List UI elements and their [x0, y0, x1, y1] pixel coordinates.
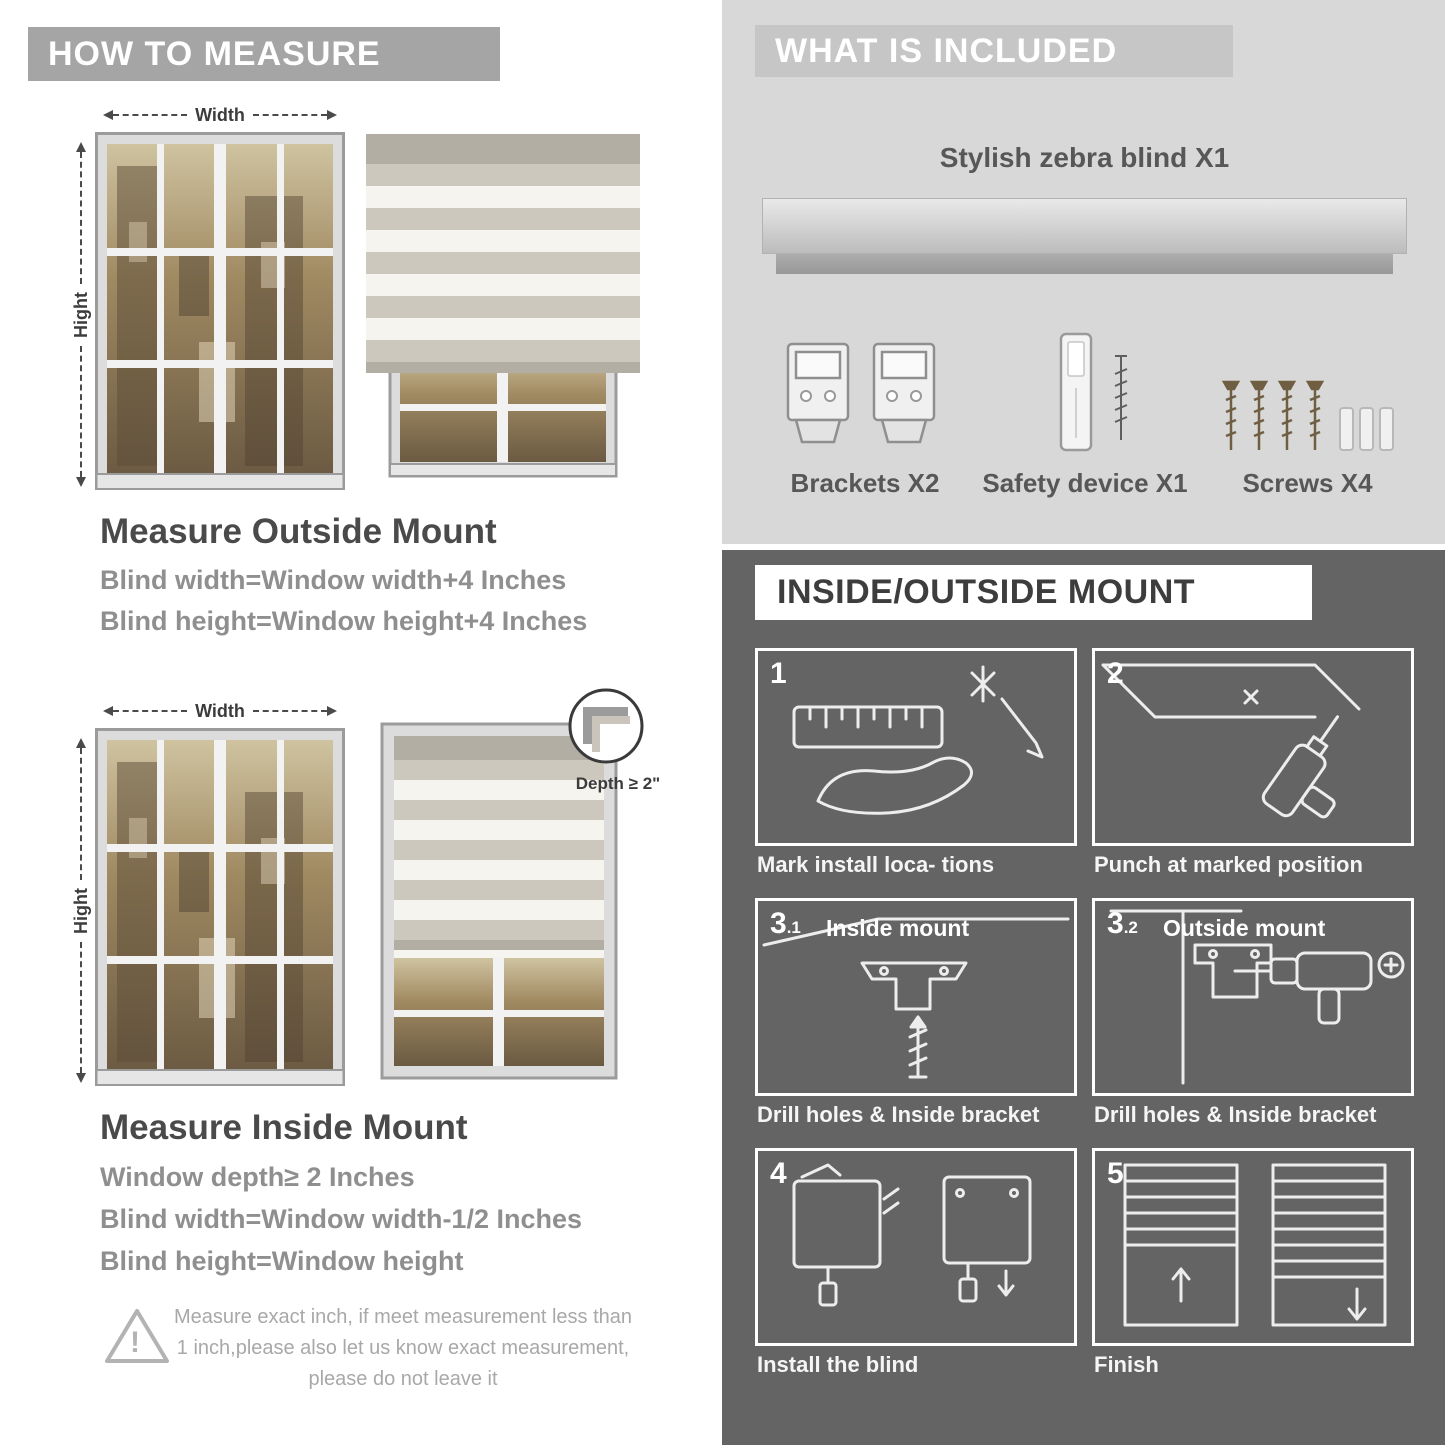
step-number: 2 [1107, 657, 1124, 690]
zebra-blind-inside-illustration [380, 722, 618, 1080]
warning-text: Measure exact inch, if meet measurement … [174, 1306, 632, 1390]
drill-illustration [1101, 663, 1361, 819]
step-number: 3.1 [770, 907, 801, 940]
arrow-up-icon [76, 142, 86, 152]
inside-mount-rule-depth: Window depth≥ 2 Inches [100, 1162, 415, 1192]
step-number: 5 [1107, 1157, 1124, 1190]
arrow-right-icon [327, 110, 338, 120]
safety-device-icon [1059, 332, 1128, 452]
depth-label: Depth ≥ 2" [575, 774, 661, 793]
depth-detail-circle [568, 688, 644, 764]
step-4-caption: Install the blind [757, 1352, 919, 1377]
step-2-panel: 2 [1092, 648, 1414, 846]
mount-banner: INSIDE/OUTSIDE MOUNT [755, 565, 1312, 620]
arrow-left-icon [103, 706, 113, 716]
height-label: Hight [70, 887, 91, 934]
arrow-down-icon [76, 477, 86, 488]
outside-mount-rule-height: Blind height=Window height+4 Inches [100, 606, 588, 636]
step-3-2-title: Outside mount [1163, 915, 1326, 941]
step-3-2-caption: Drill holes & Inside bracket [1094, 1102, 1377, 1127]
height-measure-arrow-inside: Hight [68, 738, 94, 1084]
how-to-measure-banner: HOW TO MEASURE [28, 27, 500, 81]
step-4-panel: 4 [755, 1148, 1077, 1346]
brackets-label: Brackets X2 [790, 468, 940, 498]
step-number: 3.2 [1107, 907, 1138, 940]
width-label: Width [195, 700, 245, 721]
finish-illustration [1123, 1163, 1387, 1327]
inside-mount-heading: Measure Inside Mount [100, 1108, 468, 1147]
what-is-included-title: WHAT IS INCLUDED [775, 31, 1118, 70]
outside-mount-heading: Measure Outside Mount [100, 512, 497, 551]
outside-mount-rule-width: Blind width=Window width+4 Inches [100, 565, 567, 595]
width-label: Width [195, 104, 245, 125]
headrail-illustration [762, 198, 1407, 276]
warning-exclamation: ! [130, 1326, 140, 1359]
window-illustration-outside [95, 132, 345, 490]
ruler-hand-illustration [792, 665, 1044, 815]
product-name: Stylish zebra blind X1 [939, 142, 1230, 173]
arrow-left-icon [103, 110, 113, 120]
step-3-1-caption: Drill holes & Inside bracket [757, 1102, 1040, 1127]
screws-icon [1221, 380, 1394, 451]
warning-icon [105, 1309, 169, 1363]
height-label: Hight [70, 291, 91, 338]
step-1-panel: 1 [755, 648, 1077, 846]
window-illustration-inside [95, 728, 345, 1086]
height-measure-arrow-outside: Hight [68, 142, 94, 488]
zebra-blind-outside-illustration [366, 134, 640, 478]
width-measure-arrow-outside: Width [103, 104, 338, 126]
step-1-caption: Mark install loca- tions [757, 852, 995, 877]
install-blind-illustration [792, 1163, 1032, 1307]
what-is-included-banner: WHAT IS INCLUDED [755, 25, 1233, 77]
mount-title: INSIDE/OUTSIDE MOUNT [777, 573, 1196, 611]
how-to-measure-title: HOW TO MEASURE [48, 34, 381, 73]
width-measure-arrow-inside: Width [103, 700, 338, 722]
step-5-caption: Finish [1094, 1352, 1159, 1377]
inside-bracket-illustration [762, 917, 1070, 1079]
arrow-right-icon [327, 706, 338, 716]
outside-bracket-illustration [1109, 909, 1405, 1085]
step-3-1-panel: 3.1 Inside mount [755, 898, 1077, 1096]
step-3-1-title: Inside mount [826, 915, 970, 941]
step-2-caption: Punch at marked position [1094, 852, 1363, 877]
safety-device-label: Safety device X1 [982, 468, 1188, 498]
inside-mount-rule-width: Blind width=Window width-1/2 Inches [100, 1204, 583, 1234]
step-5-panel: 5 [1092, 1148, 1414, 1346]
mount-panel-background [722, 550, 1445, 1445]
brackets-icon [786, 342, 936, 444]
screws-label: Screws X4 [1242, 468, 1373, 498]
inside-mount-rule-height: Blind height=Window height [100, 1246, 464, 1276]
arrow-down-icon [76, 1073, 86, 1084]
step-number: 1 [770, 657, 787, 690]
step-3-2-panel: 3.2 Outside mount [1092, 898, 1414, 1096]
step-number: 4 [770, 1157, 787, 1190]
arrow-up-icon [76, 738, 86, 748]
